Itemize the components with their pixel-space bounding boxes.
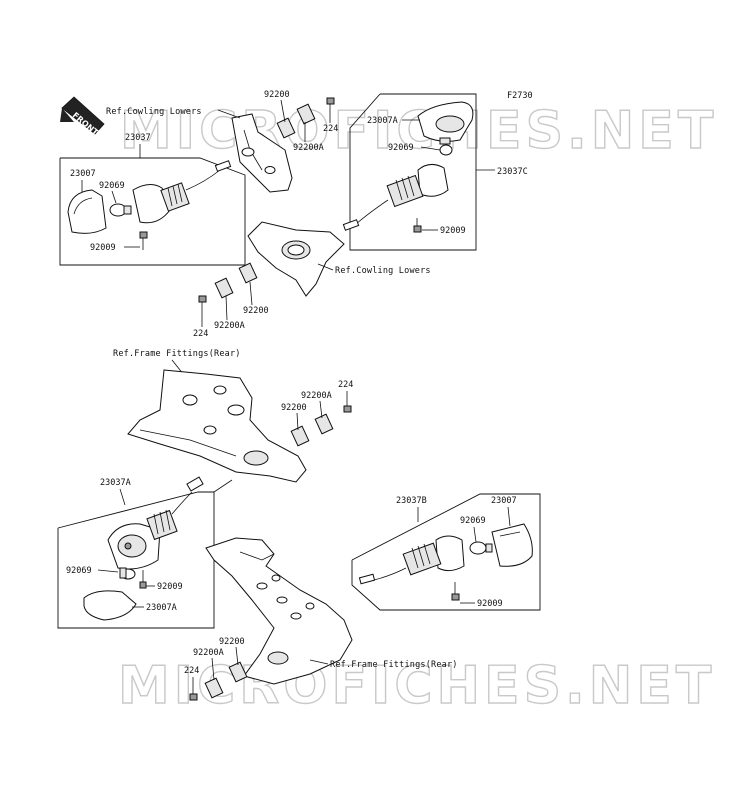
label-92200A-mid: 92200A [214, 321, 245, 331]
lens-23007-bottom-right-icon [491, 523, 533, 567]
housing-23037-icon [132, 160, 232, 224]
nut-plate-92200-bottom-icon [228, 661, 248, 683]
label-92069-bottom-left: 92069 [66, 566, 92, 576]
label-23037: 23037 [125, 133, 151, 143]
label-92200-right: 92200 [281, 403, 307, 413]
bolt-224-right-icon [343, 405, 352, 413]
label-92200-top: 92200 [264, 90, 290, 100]
mount-bracket-upper-icon [231, 113, 293, 193]
label-224-top: 224 [323, 124, 338, 134]
label-23007-bottom-right: 23007 [491, 496, 517, 506]
bulb-92069-top-right-icon [439, 137, 453, 156]
label-92069-top-left: 92069 [99, 181, 125, 191]
label-23037C: 23037C [497, 167, 528, 177]
nut-plate-92200A-bottom-icon [204, 677, 224, 699]
label-224-right: 224 [338, 380, 353, 390]
label-92069-top-right: 92069 [388, 143, 414, 153]
callout-box-23037C [349, 93, 477, 251]
bolt-224-mid-icon [198, 295, 207, 303]
screw-92009-bottom-left-icon [139, 570, 147, 589]
housing-23037B-icon [358, 535, 465, 585]
ref-frame-fittings-bottom: Ref.Frame Fittings(Rear) [330, 660, 458, 670]
housing-23037A-icon [107, 476, 204, 570]
screw-92009-top-left-icon [139, 231, 148, 250]
label-23007A-bottom-left: 23007A [146, 603, 177, 613]
front-arrow-icon: FRONT [60, 96, 105, 138]
nut-plate-92200-mid-icon [238, 262, 258, 284]
bulb-92069-bottom-right-icon [469, 541, 493, 555]
nut-plate-92200A-top-icon [296, 103, 316, 125]
housing-23037C-icon [342, 164, 449, 231]
label-92009-bottom-left: 92009 [157, 582, 183, 592]
ref-frame-fittings-top: Ref.Frame Fittings(Rear) [113, 349, 241, 359]
nut-plate-92200-top-icon [276, 117, 296, 139]
bulb-92069-bottom-left-icon [119, 567, 136, 580]
watermark-top: MICROFICHES.NET [120, 101, 717, 161]
nut-plate-92200A-mid-icon [214, 277, 234, 299]
label-92200-bottom: 92200 [219, 637, 245, 647]
callout-box-23037 [59, 157, 246, 266]
label-92200-mid: 92200 [243, 306, 269, 316]
ref-cowling-lowers-mid: Ref.Cowling Lowers [335, 266, 431, 276]
label-23037A: 23037A [100, 478, 131, 488]
label-92200A-right: 92200A [301, 391, 332, 401]
callout-box-23037B [351, 493, 541, 611]
label-23007-top-left: 23007 [70, 169, 96, 179]
label-92009-top-left: 92009 [90, 243, 116, 253]
label-23007A-top-right: 23007A [367, 116, 398, 126]
ref-cowling-lowers-top: Ref.Cowling Lowers [106, 107, 202, 117]
nut-plate-92200-right-icon [290, 425, 310, 447]
lens-23007A-bottom-left-icon [83, 590, 137, 621]
label-224-bottom: 224 [184, 666, 199, 676]
label-92200A-bottom: 92200A [193, 648, 224, 658]
rear-frame-upper-icon [127, 369, 307, 483]
screw-92009-top-right-icon [413, 218, 422, 233]
label-92009-bottom-right: 92009 [477, 599, 503, 609]
label-92069-bottom-right: 92069 [460, 516, 486, 526]
label-23037B: 23037B [396, 496, 427, 506]
rear-frame-lower-icon [205, 537, 353, 685]
label-224-mid: 224 [193, 329, 208, 339]
screw-92009-bottom-right-icon [451, 582, 460, 601]
label-92009-top-right: 92009 [440, 226, 466, 236]
bolt-224-bottom-icon [189, 693, 198, 701]
bolt-224-top-icon [326, 97, 335, 116]
figure-code: F2730 [507, 91, 533, 101]
mount-bracket-mid-icon [247, 221, 345, 297]
label-92200A-top: 92200A [293, 143, 324, 153]
lens-23007A-top-right-icon [417, 101, 474, 142]
nut-plate-92200A-right-icon [314, 413, 334, 435]
bulb-92069-top-left-icon [109, 203, 132, 217]
lens-23007-top-left-icon [67, 189, 107, 234]
